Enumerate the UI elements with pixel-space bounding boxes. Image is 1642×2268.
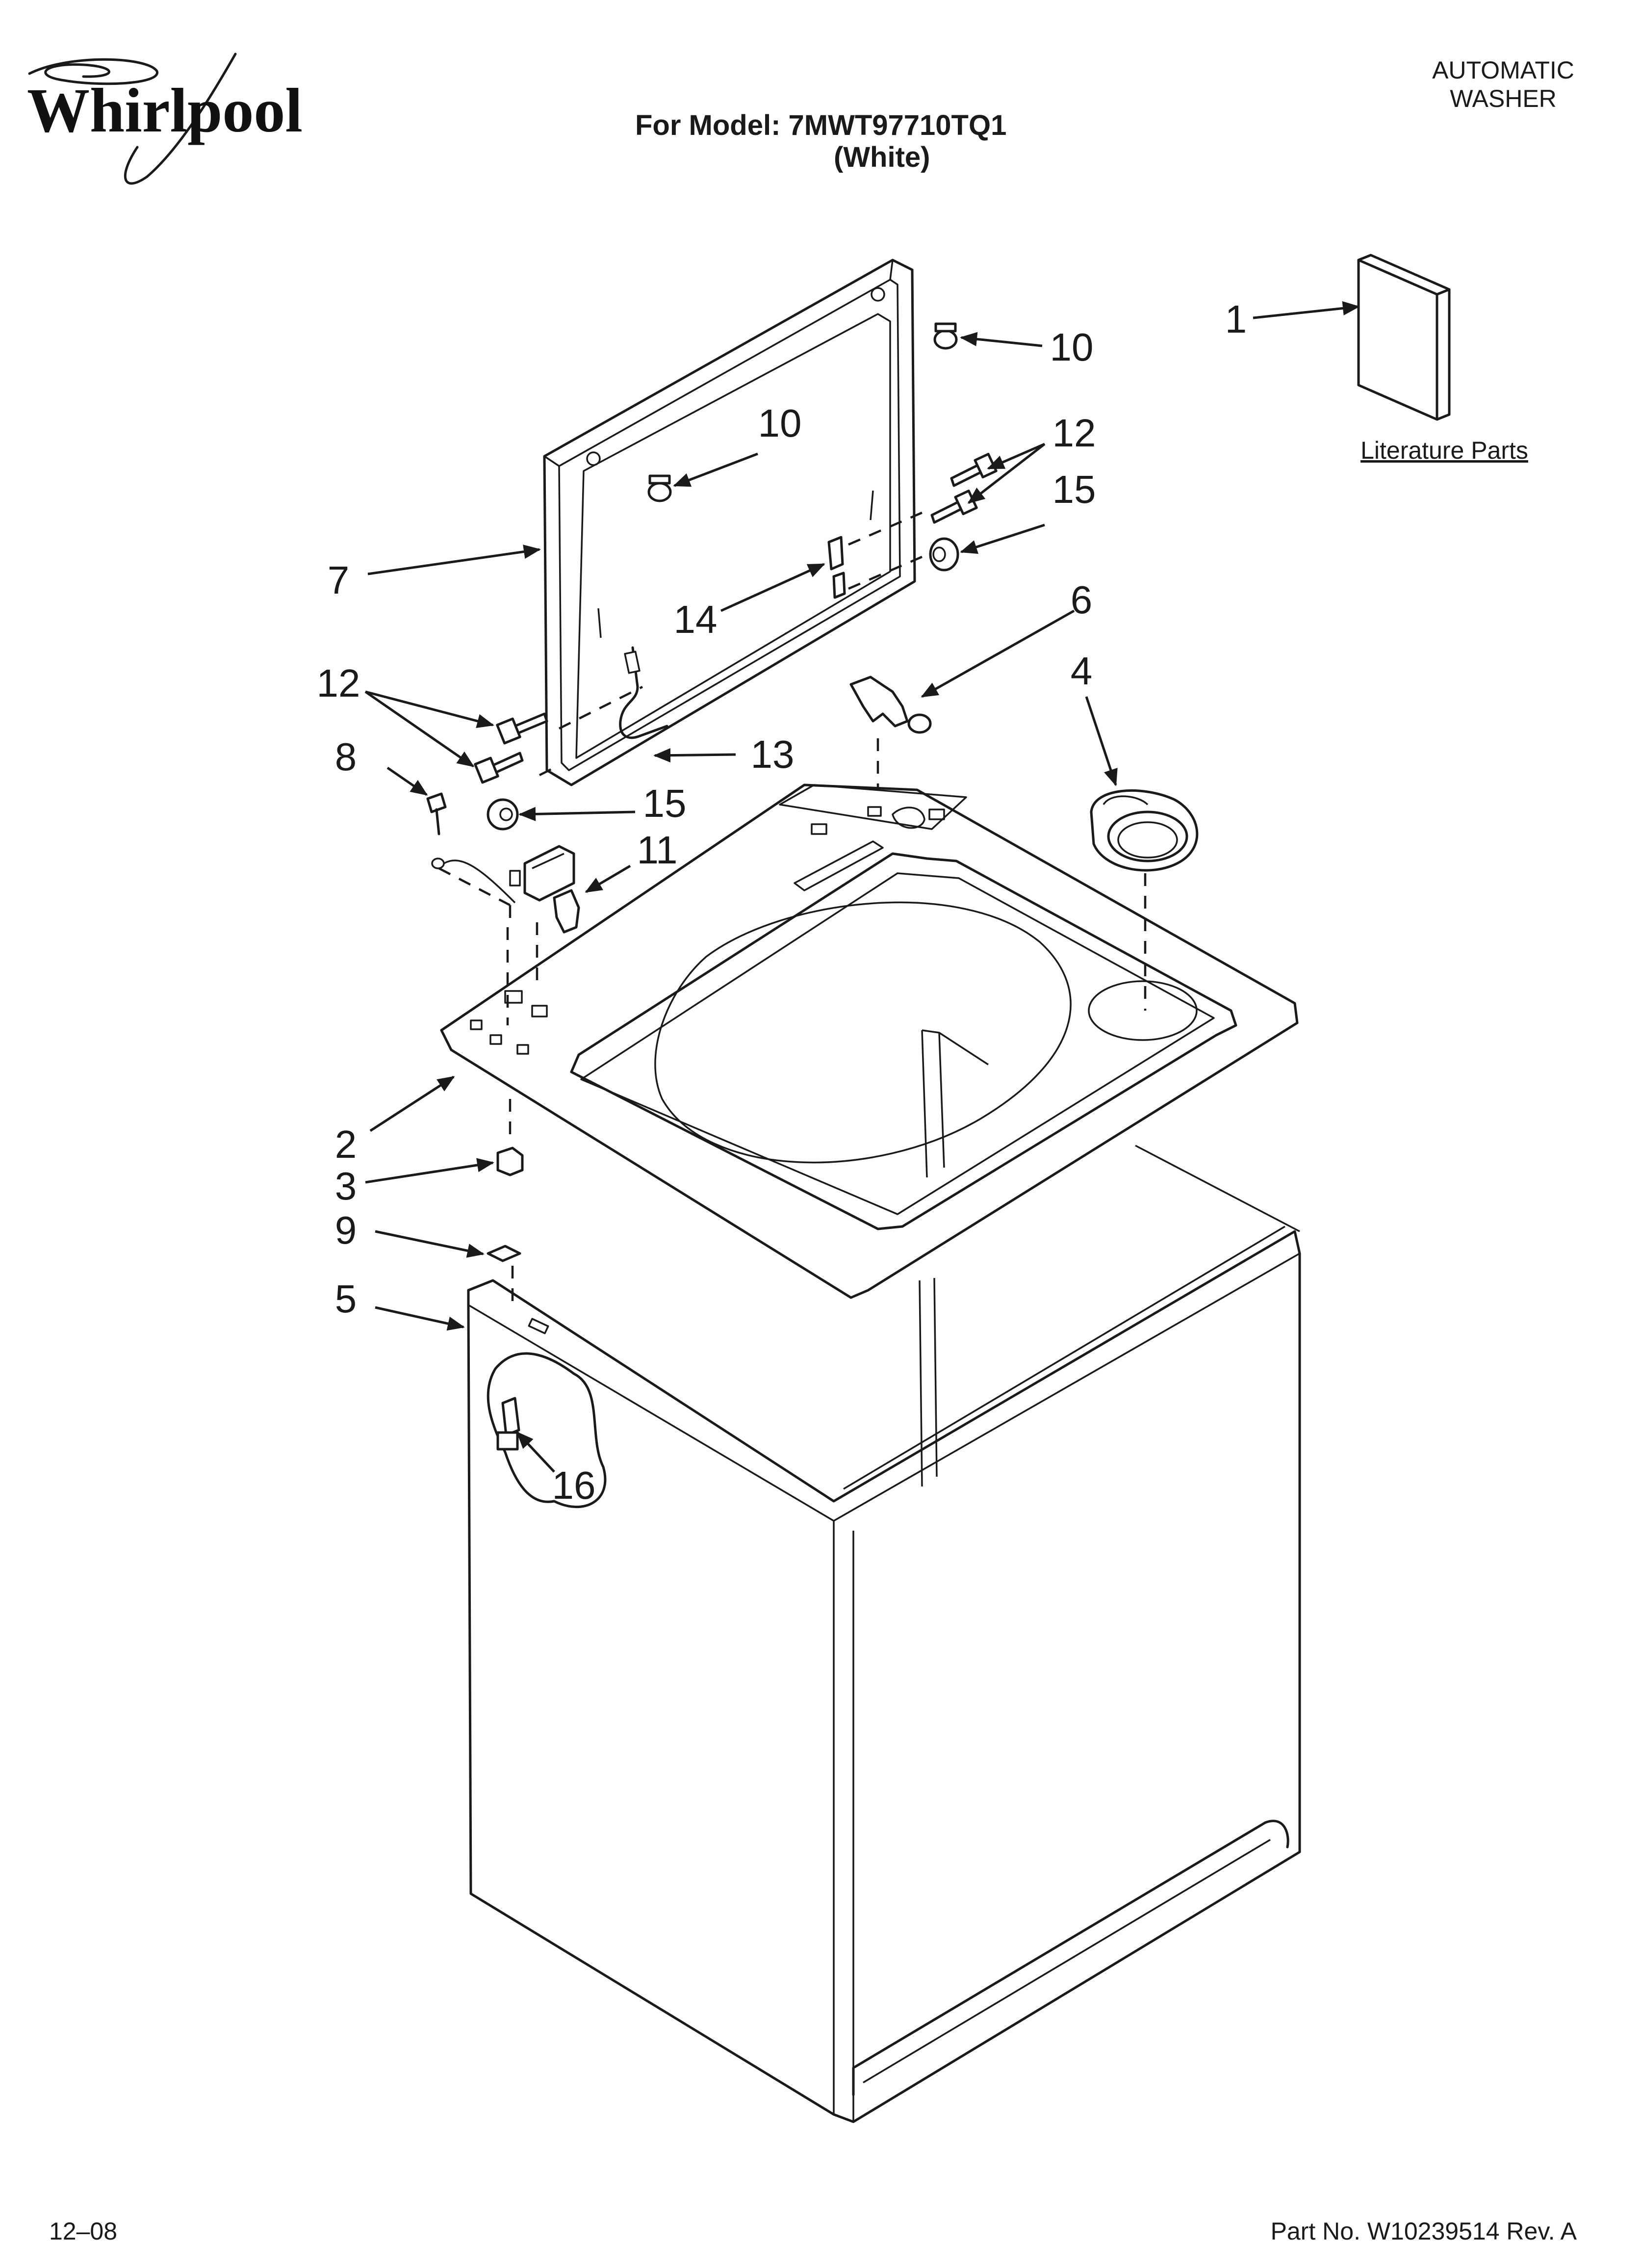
callout-6: 6	[1071, 578, 1093, 622]
cabinet	[467, 1145, 1301, 2123]
callout-16: 16	[552, 1463, 596, 1507]
literature-parts: 1 Literature Parts	[1225, 254, 1528, 464]
lid-lock-bracket	[827, 536, 846, 599]
hinge-nut-left	[487, 798, 519, 831]
lid-assembly	[543, 259, 916, 786]
callout-7: 7	[328, 558, 350, 602]
lid-hinge-clip	[849, 676, 909, 728]
top-clip	[487, 1245, 521, 1262]
washer-top	[440, 783, 1299, 1299]
callout-1: 1	[1225, 297, 1247, 341]
callout-5: 5	[335, 1277, 357, 1321]
literature-parts-label: Literature Parts	[1360, 437, 1528, 464]
swirl-icon	[28, 58, 158, 85]
literature-booklet-icon	[1357, 259, 1438, 421]
lid-switch-screw	[426, 792, 516, 904]
hinge-screws-left	[474, 712, 548, 784]
callout-12-left: 12	[317, 661, 360, 705]
cabinet-screw	[501, 1397, 520, 1436]
model-color: (White)	[834, 141, 930, 173]
callout-4: 4	[1071, 649, 1093, 693]
callout-13: 13	[751, 732, 795, 776]
lid-hinge-clip-grommet	[907, 713, 932, 734]
callout-8: 8	[335, 735, 357, 779]
whirlpool-logo: Whirlpool	[27, 52, 303, 185]
part-number: Part No. W10239514 Rev. A	[1271, 2217, 1577, 2245]
callout-15-left: 15	[643, 782, 687, 825]
callout-14: 14	[674, 598, 718, 641]
product-type-line1: AUTOMATIC	[1432, 56, 1574, 84]
callout-9: 9	[335, 1208, 357, 1252]
lid-switch	[509, 845, 580, 934]
lid-bumper-upper	[933, 322, 958, 350]
callout-15-right: 15	[1052, 468, 1096, 511]
lid-hinge-rod	[619, 646, 668, 739]
revision-date: 12–08	[49, 2217, 117, 2245]
callout-3: 3	[335, 1164, 357, 1208]
callout-12-right: 12	[1052, 411, 1096, 455]
callout-10-upper: 10	[1050, 325, 1094, 369]
bleach-dispenser	[1090, 789, 1199, 872]
top-nut	[496, 1147, 524, 1176]
callout-10-lower: 10	[758, 401, 802, 445]
lid-bumper-lower	[647, 474, 672, 502]
hinge-nut-right	[929, 537, 959, 572]
product-type-line2: WASHER	[1450, 85, 1557, 112]
model-title: For Model: 7MWT97710TQ1	[635, 109, 1006, 141]
brand-wordmark: Whirlpool	[27, 76, 303, 145]
callout-11: 11	[637, 828, 677, 872]
callout-2: 2	[335, 1122, 357, 1166]
